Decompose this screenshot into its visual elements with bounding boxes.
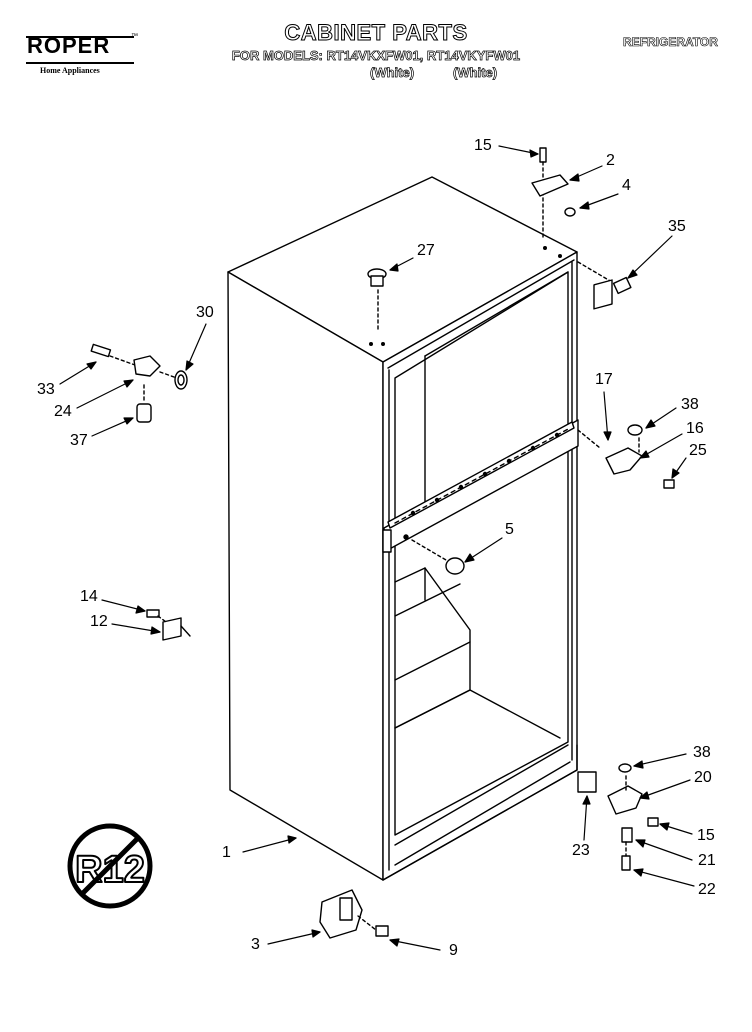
callout-2: 2 [606,152,615,169]
door-stop-assembly [90,343,188,423]
callout-35: 35 [668,218,686,235]
top-hinge-assembly [531,147,576,258]
fresh-food-liner [394,567,561,739]
brand-logo: ROPER [27,33,111,58]
callout-38-bottom: 38 [693,744,711,761]
callout-33: 33 [37,381,55,398]
hinge-cover [577,261,632,295]
center-hinge-assembly [577,279,675,489]
callout-14: 14 [80,588,98,605]
callout-21: 21 [698,852,716,869]
callout-9: 9 [449,942,458,959]
callout-15-top: 15 [474,137,492,154]
model-note-2: (White) [453,65,498,81]
cabinet-plug [367,268,387,346]
appliance-category: REFRIGERATOR [623,35,719,50]
page-title: CABINET PARTS [284,20,468,46]
callout-37: 37 [70,432,88,449]
callout-17: 17 [595,371,613,388]
callout-25: 25 [689,442,707,459]
brand-subtitle: Home Appliances [40,66,100,75]
door-latch-assembly [146,609,191,641]
leveling-leg-assembly [319,889,389,939]
callout-5: 5 [505,521,514,538]
callout-23: 23 [572,842,590,859]
callout-12: 12 [90,613,108,630]
callout-3: 3 [251,936,260,953]
divider-mullion [382,419,579,553]
callout-38-center: 38 [681,396,699,413]
callout-16: 16 [686,420,704,437]
callout-15-bottom: 15 [697,827,715,844]
callout-27: 27 [417,242,435,259]
model-note-1: (White) [370,65,415,81]
cabinet-shell [227,176,578,881]
bottom-hinge-assembly [577,763,659,871]
brand-trademark: ™ [131,33,138,40]
callout-24: 24 [54,403,72,420]
callout-20: 20 [694,769,712,786]
callout-4: 4 [622,177,631,194]
callout-22: 22 [698,881,716,898]
shelf-support-knob [411,539,465,575]
r12-label: R12 [75,849,145,891]
leader-lines [59,145,695,951]
no-r12-icon: R12 [67,823,153,909]
callout-1: 1 [222,844,231,861]
model-list: FOR MODELS: RT14VKXFW01, RT14VKYFW01 [231,48,521,64]
callout-30: 30 [196,304,214,321]
